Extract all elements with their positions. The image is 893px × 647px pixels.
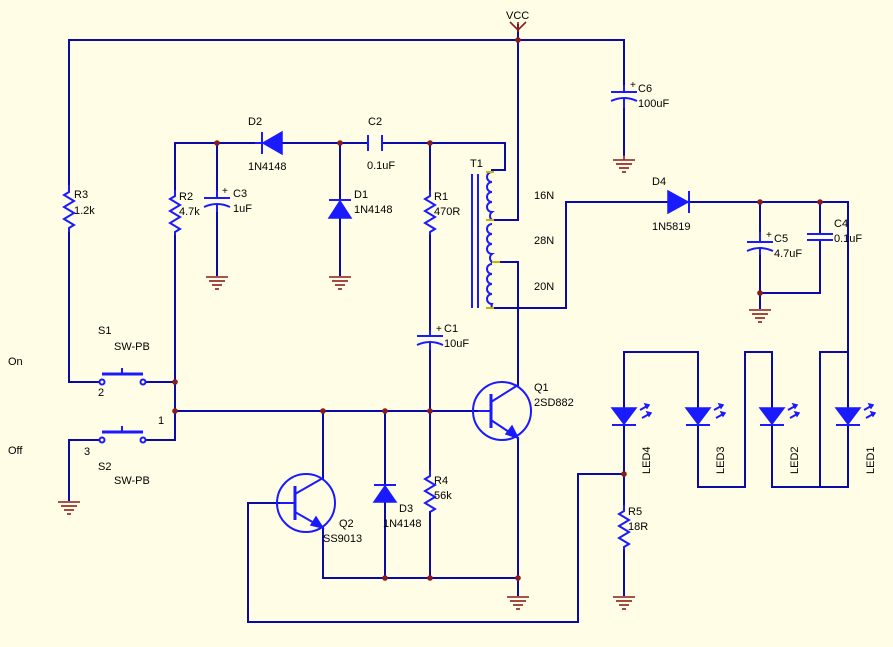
svg-text:56k: 56k <box>434 490 452 502</box>
svg-text:SW-PB: SW-PB <box>114 475 150 487</box>
diode-d3: D3 1N4148 <box>372 484 422 530</box>
svg-text:1N4148: 1N4148 <box>248 161 287 173</box>
svg-text:R4: R4 <box>434 475 448 487</box>
vcc-label: VCC <box>506 10 529 22</box>
svg-text:D4: D4 <box>652 176 666 188</box>
capacitor-c4: C4 0.1uF <box>807 218 862 245</box>
vcc-net-label: VCC <box>506 10 529 32</box>
diode-d2: D2 1N4148 <box>248 116 287 173</box>
svg-text:R3: R3 <box>74 189 88 201</box>
diode-d4: D4 1N5819 <box>652 176 691 233</box>
off-label: Off <box>8 445 23 457</box>
svg-text:+: + <box>630 80 636 91</box>
svg-text:1N4148: 1N4148 <box>383 518 422 530</box>
ground-r5 <box>613 596 635 610</box>
wires <box>68 24 849 623</box>
svg-text:1uF: 1uF <box>233 203 252 215</box>
svg-text:1N5819: 1N5819 <box>652 221 691 233</box>
svg-text:R2: R2 <box>179 191 193 203</box>
svg-text:D3: D3 <box>399 503 413 515</box>
svg-text:3: 3 <box>84 446 90 458</box>
svg-text:0.1uF: 0.1uF <box>834 233 862 245</box>
svg-text:C3: C3 <box>233 188 247 200</box>
svg-text:+: + <box>222 186 228 197</box>
svg-text:16N: 16N <box>534 190 554 202</box>
svg-text:R1: R1 <box>434 191 448 203</box>
transistor-q2: Q2 SS9013 <box>276 473 362 545</box>
resistor-r2: R2 4.7k <box>168 190 200 235</box>
svg-text:C4: C4 <box>834 218 848 230</box>
ground-d1 <box>329 276 351 290</box>
svg-text:2: 2 <box>98 387 104 399</box>
svg-text:R5: R5 <box>628 506 642 518</box>
led-3: LED3 <box>684 402 727 474</box>
capacitor-c6: + C6 100uF <box>610 80 669 110</box>
svg-text:Q2: Q2 <box>339 518 354 530</box>
svg-text:1.2k: 1.2k <box>74 205 95 217</box>
transformer-t1: T1 16N 28N 20N <box>470 158 554 309</box>
ground-c3 <box>206 276 228 290</box>
svg-text:SS9013: SS9013 <box>323 533 362 545</box>
svg-text:C6: C6 <box>638 83 652 95</box>
svg-text:D2: D2 <box>248 116 262 128</box>
svg-text:0.1uF: 0.1uF <box>367 160 395 172</box>
capacitor-c5: + C5 4.7uF <box>746 230 802 260</box>
ground-q1 <box>507 596 529 610</box>
svg-text:LED2: LED2 <box>789 446 801 474</box>
transistor-q1: Q1 2SD882 <box>472 381 574 441</box>
svg-text:4.7k: 4.7k <box>179 206 200 218</box>
svg-text:28N: 28N <box>534 235 554 247</box>
svg-text:LED1: LED1 <box>865 446 877 474</box>
svg-text:C2: C2 <box>368 116 382 128</box>
svg-text:C5: C5 <box>774 233 788 245</box>
svg-text:T1: T1 <box>470 158 483 170</box>
svg-text:1: 1 <box>158 415 164 427</box>
resistor-r3: R3 1.2k <box>62 185 95 232</box>
svg-text:C1: C1 <box>444 323 458 335</box>
svg-text:D1: D1 <box>354 189 368 201</box>
svg-text:18R: 18R <box>628 521 648 533</box>
ground-s2 <box>58 501 80 515</box>
led-4: LED4 <box>610 402 653 474</box>
svg-text:1N4148: 1N4148 <box>354 204 393 216</box>
capacitor-c2: C2 0.1uF <box>367 116 395 172</box>
capacitor-c1: + C1 10uF <box>416 323 469 350</box>
led-1: LED1 <box>834 402 877 474</box>
resistor-r1: R1 470R <box>423 190 460 235</box>
svg-text:S1: S1 <box>98 325 111 337</box>
on-label: On <box>8 356 23 368</box>
svg-text:470R: 470R <box>434 206 460 218</box>
led-2: LED2 <box>758 402 801 474</box>
ground-c5 <box>749 309 771 323</box>
capacitor-c3: + C3 1uF <box>203 186 252 215</box>
svg-text:20N: 20N <box>534 281 554 293</box>
svg-text:100uF: 100uF <box>638 98 669 110</box>
svg-text:LED3: LED3 <box>715 446 727 474</box>
svg-text:2SD882: 2SD882 <box>534 397 574 409</box>
svg-text:10uF: 10uF <box>444 338 469 350</box>
svg-text:+: + <box>436 324 442 335</box>
junctions <box>172 37 823 581</box>
svg-text:SW-PB: SW-PB <box>114 341 150 353</box>
svg-text:4.7uF: 4.7uF <box>774 248 802 260</box>
ground-symbols <box>58 155 771 610</box>
svg-text:+: + <box>766 230 772 241</box>
diode-d1: D1 1N4148 <box>327 189 393 219</box>
ground-c6 <box>613 155 635 173</box>
svg-text:S2: S2 <box>98 461 111 473</box>
resistor-r4: R4 56k <box>423 470 452 513</box>
svg-text:Q1: Q1 <box>534 382 549 394</box>
switch-s1: S1 SW-PB 2 <box>98 325 150 399</box>
switch-s2: S2 SW-PB 3 1 <box>84 415 164 487</box>
resistor-r5: R5 18R <box>617 505 648 550</box>
svg-text:LED4: LED4 <box>641 446 653 474</box>
